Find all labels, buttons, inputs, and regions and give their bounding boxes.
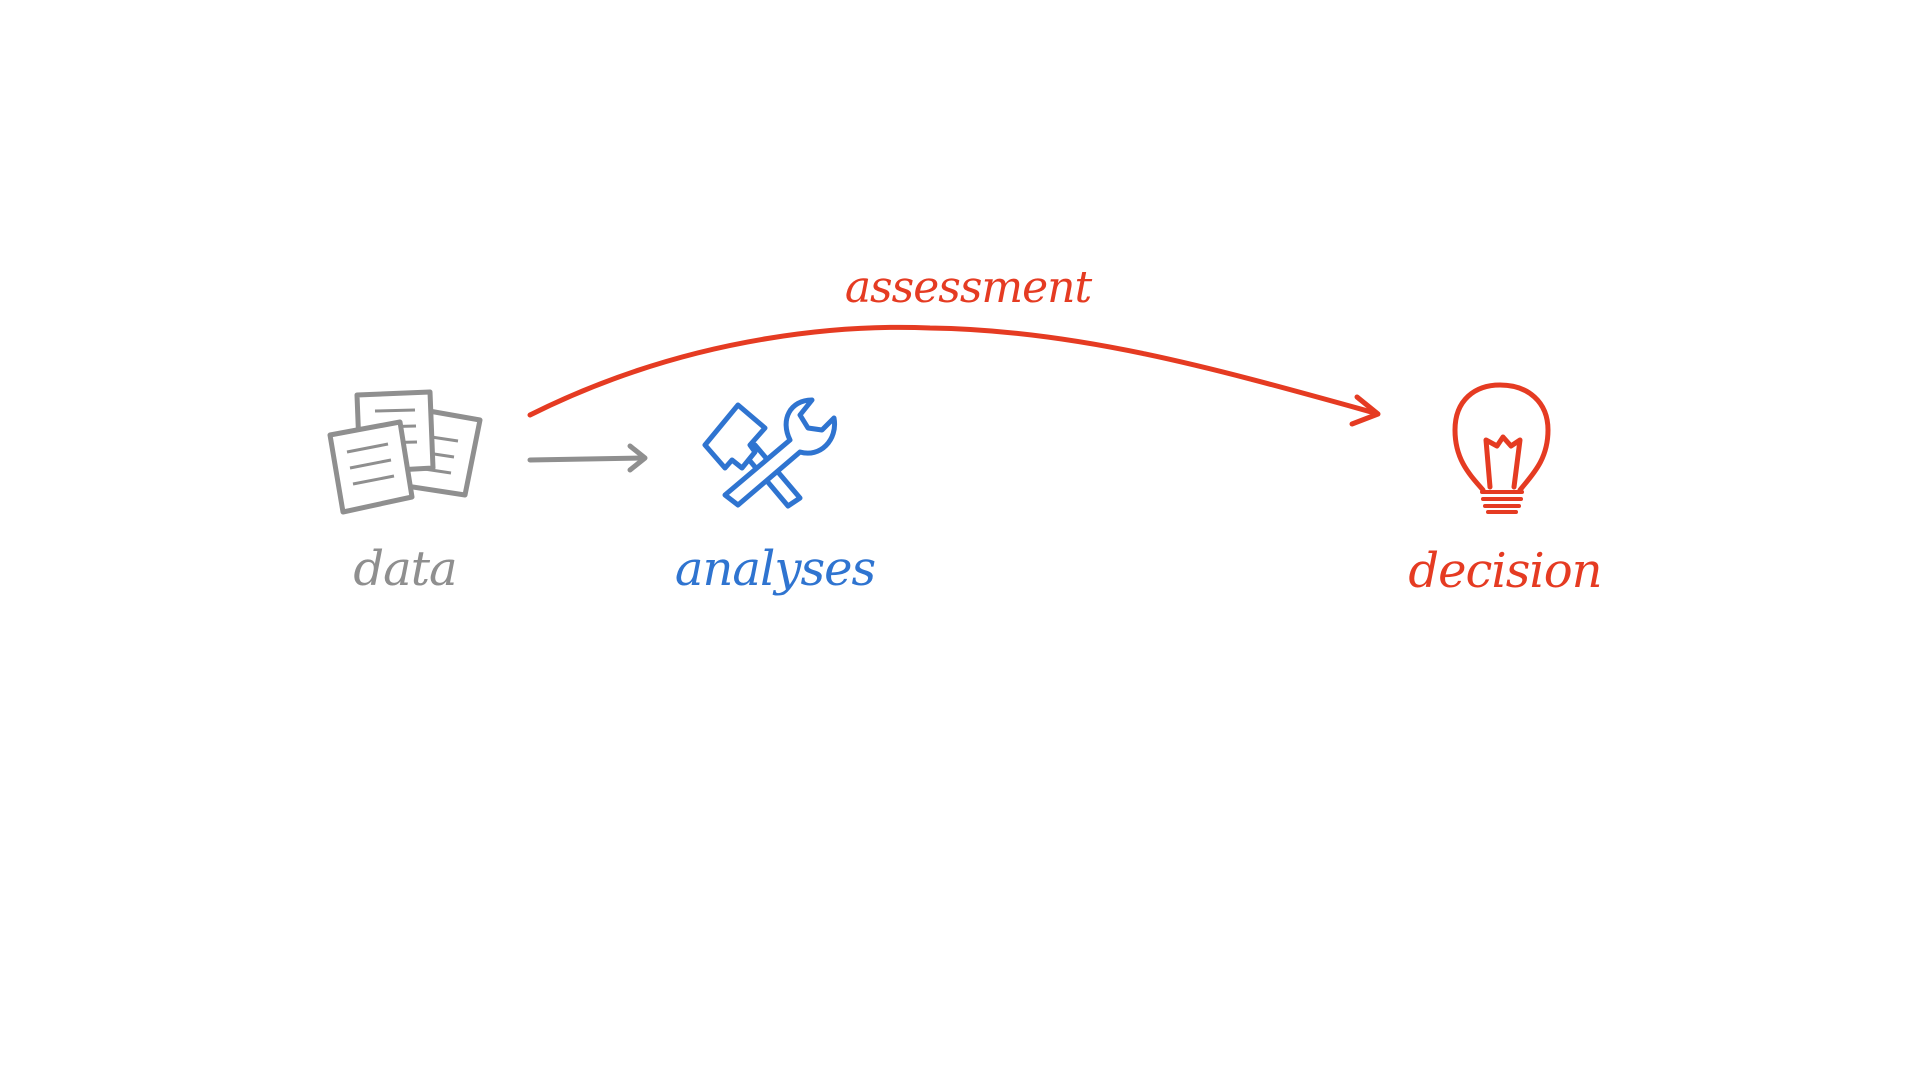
- analyses-label: analyses: [675, 541, 875, 597]
- data-to-analyses-arrow: [527, 443, 648, 473]
- decision-label: decision: [1408, 543, 1601, 599]
- assessment-arrow: [527, 324, 1381, 427]
- lightbulb-icon: [1452, 382, 1551, 514]
- assessment-label: assessment: [845, 262, 1093, 313]
- data-label: data: [353, 541, 456, 597]
- documents-icon: [327, 389, 483, 515]
- hammer-wrench-icon: [702, 397, 838, 509]
